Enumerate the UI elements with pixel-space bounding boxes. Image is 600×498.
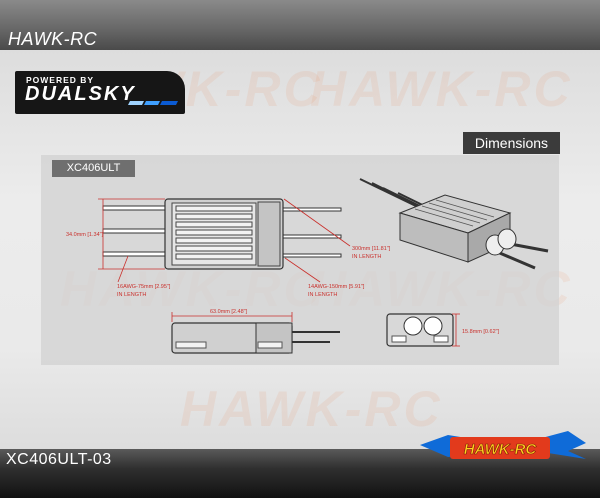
power-wire-length: 14AWG-150mm [5.91"] <box>308 284 365 290</box>
powered-by-dualsky-badge: POWERED BY DUALSKY <box>15 71 185 114</box>
product-code: XC406ULT-03 <box>6 451 112 468</box>
logo-text: HAWK-RC <box>464 441 538 458</box>
hawk-rc-logo: HAWK-RC <box>420 431 586 459</box>
dualsky-stripe-icon <box>128 101 178 105</box>
watermark: HAWK-RC <box>310 61 573 117</box>
thickness-dimension: 15.8mm [0.62"] <box>462 329 500 335</box>
watermark: HAWK-RC <box>180 381 443 437</box>
length-dimension: 63.0mm [2.48"] <box>210 309 248 315</box>
powered-by-label: POWERED BY <box>26 75 95 85</box>
brand-title: HAWK-RC <box>8 29 98 49</box>
esc-side-view <box>171 322 340 354</box>
esc-3d-view <box>359 178 549 270</box>
signal-wire-length-note: IN LENGTH <box>117 292 146 298</box>
section-title: Dimensions <box>463 132 560 154</box>
signal-wire-length: 16AWG-75mm [2.95"] <box>117 284 171 290</box>
dimension-lines <box>98 198 460 347</box>
dualsky-logo: DUALSKY <box>25 83 136 105</box>
height-dimension: 34.0mm [1.34"] <box>66 232 104 238</box>
header-bar <box>0 0 600 50</box>
power-wire-length-note: IN LENGTH <box>308 292 337 298</box>
esc-end-view <box>386 313 454 347</box>
model-label: XC406ULT <box>52 160 135 177</box>
esc-top-view <box>164 198 284 270</box>
motor-wire-length-note: IN LENGTH <box>352 254 381 260</box>
motor-wire-length: 300mm [11.81"] <box>352 246 391 252</box>
